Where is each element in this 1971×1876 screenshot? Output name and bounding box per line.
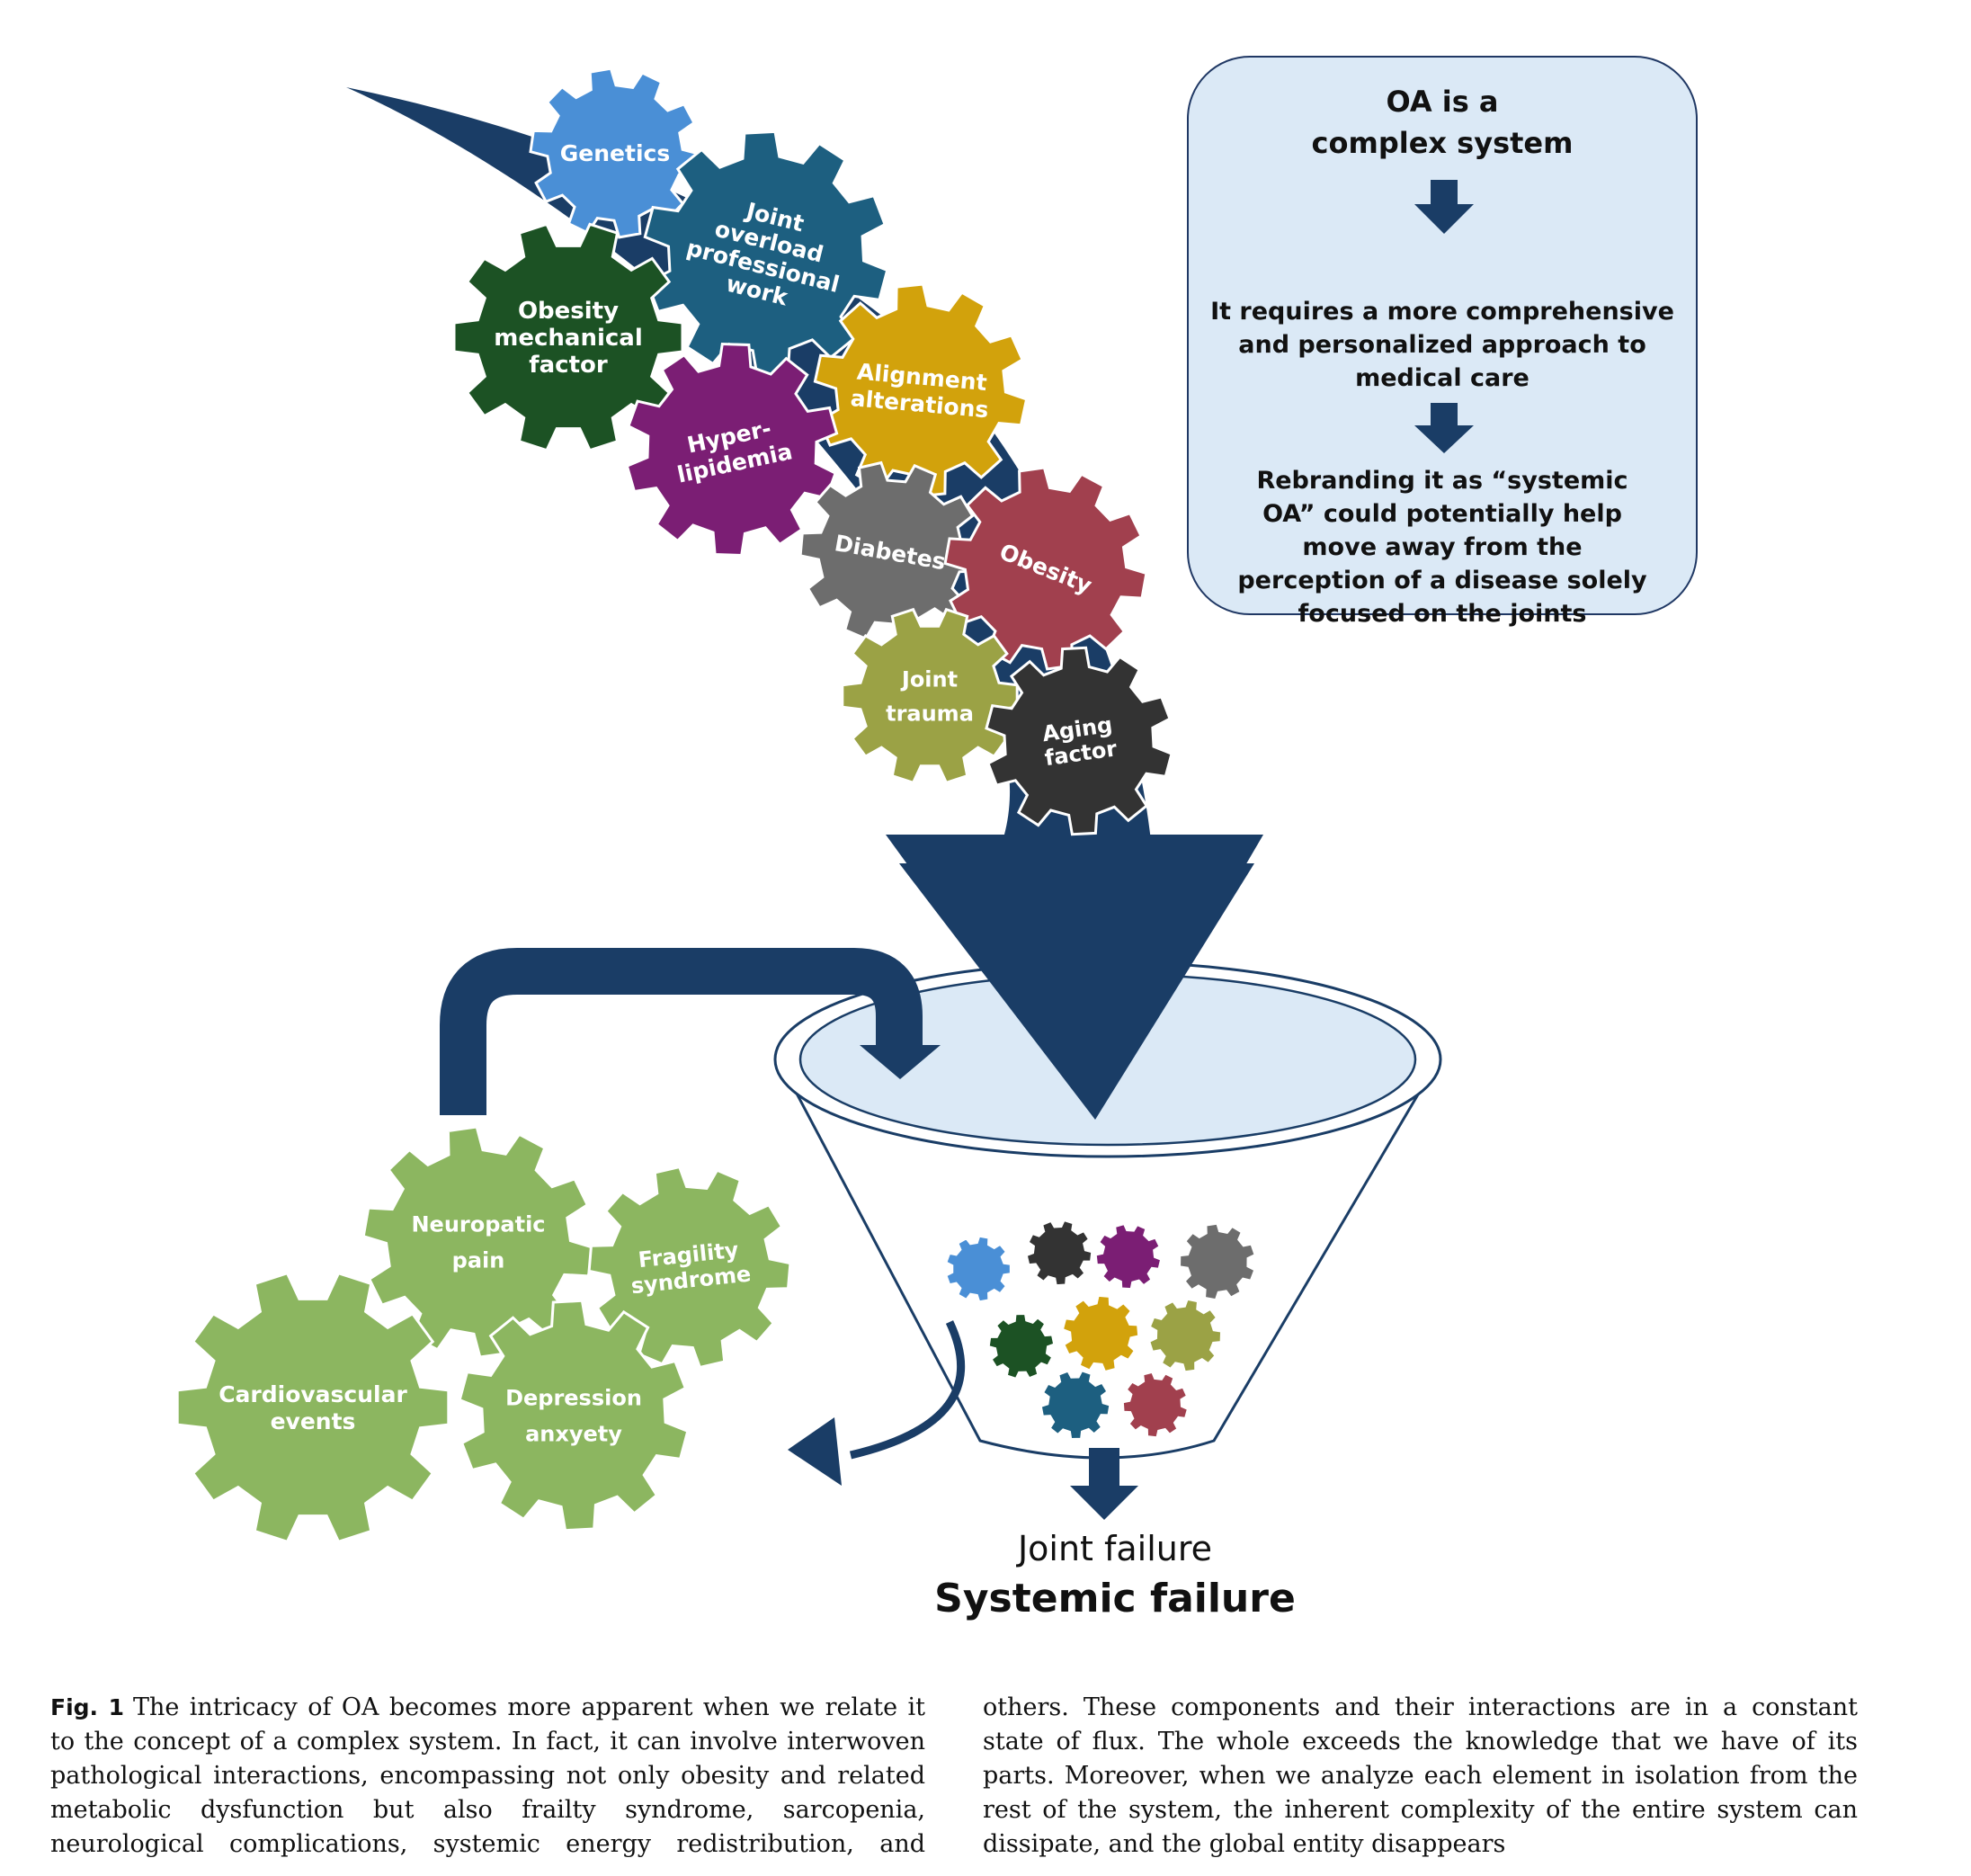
feedback-arrowhead [860, 1045, 941, 1079]
gear-fragility-shape [587, 1165, 792, 1370]
gear-fragility: Fragilitysyndrome [587, 1165, 792, 1370]
gear-genetics: Genetics [529, 67, 701, 239]
systemic-failure-label: Systemic failure [934, 1576, 1296, 1621]
gear-neuropatic-shape [361, 1125, 595, 1359]
caption-text: The intricacy of OA becomes more apparen… [50, 1693, 1858, 1858]
infobox-title: OA is a complex system [1311, 85, 1574, 160]
gear-genetics-label: Genetics [560, 140, 670, 166]
gear-alignment-shape [813, 282, 1029, 498]
mini-gear [1148, 1299, 1222, 1372]
risk-factor-gears: GeneticsJointoverloadprofessionalworkObe… [452, 67, 1173, 836]
gear-joint-overload-label: Jointoverloadprofessionalwork [678, 185, 854, 322]
mini-gear [1095, 1223, 1162, 1290]
outlet-arrow-shaft [1089, 1448, 1119, 1487]
mini-gear [1179, 1223, 1256, 1300]
gear-obesity: Obesity [943, 466, 1148, 671]
mini-gear [1040, 1370, 1110, 1440]
mini-gear [945, 1236, 1012, 1302]
mini-gear-shape [1122, 1371, 1189, 1438]
gear-diabetes: Diabetes [798, 460, 982, 644]
gear-hyperlipidemia: Hyper-lipidemia [625, 342, 839, 558]
gear-diabetes-shape [798, 460, 982, 644]
mini-gear-shape [1040, 1370, 1110, 1440]
mini-gear-shape [1095, 1223, 1162, 1290]
joint-failure-label: Joint failure [1017, 1529, 1213, 1568]
spillover-arrowhead [788, 1417, 842, 1486]
mini-gear-shape [945, 1236, 1012, 1302]
mini-gear-shape [1026, 1219, 1093, 1286]
gear-joint-overload: Jointoverloadprofessionalwork [643, 130, 889, 378]
oa-complex-system-diagram: GeneticsJointoverloadprofessionalworkObe… [175, 67, 1442, 1544]
gear-aging-shape [985, 646, 1173, 836]
spillover-arrow [849, 1320, 966, 1460]
mini-gear [1062, 1295, 1139, 1372]
gear-joint-trauma-shape [841, 607, 1019, 785]
infobox-approach-text: It requires a more comprehensive and per… [1210, 298, 1674, 392]
oa-complex-system-box: OA is a complex system It requires a mor… [1187, 56, 1698, 628]
feedback-arrow [440, 948, 923, 1115]
mini-gear [1026, 1219, 1093, 1286]
outlet-arrowhead [1070, 1486, 1138, 1520]
caption-label: Fig. 1 [50, 1694, 124, 1720]
down-arrow-icon [1414, 180, 1474, 234]
gear-joint-overload-shape [643, 130, 889, 378]
gear-hyperlipidemia-shape [625, 342, 839, 558]
infobox-rebranding-text: Rebranding it as “systemic OA” could pot… [1237, 467, 1647, 628]
gear-alignment: Alignmentalterations [813, 282, 1029, 498]
mini-gear-shape [1148, 1299, 1222, 1372]
mini-gear [1122, 1371, 1189, 1438]
gear-cardiovascular-shape [175, 1271, 450, 1544]
mini-gear-shape [988, 1313, 1055, 1380]
gear-obesity-shape [943, 466, 1148, 671]
mini-gear-shape [1179, 1223, 1256, 1300]
gear-aging-label: Agingfactor [1039, 712, 1119, 772]
mini-gear-shape [1062, 1295, 1139, 1372]
down-arrow-icon [1414, 403, 1474, 453]
funnel-mini-gears [945, 1219, 1256, 1440]
gear-aging: Agingfactor [985, 646, 1173, 836]
mini-gear [988, 1313, 1055, 1380]
gear-depression-shape [458, 1299, 690, 1532]
